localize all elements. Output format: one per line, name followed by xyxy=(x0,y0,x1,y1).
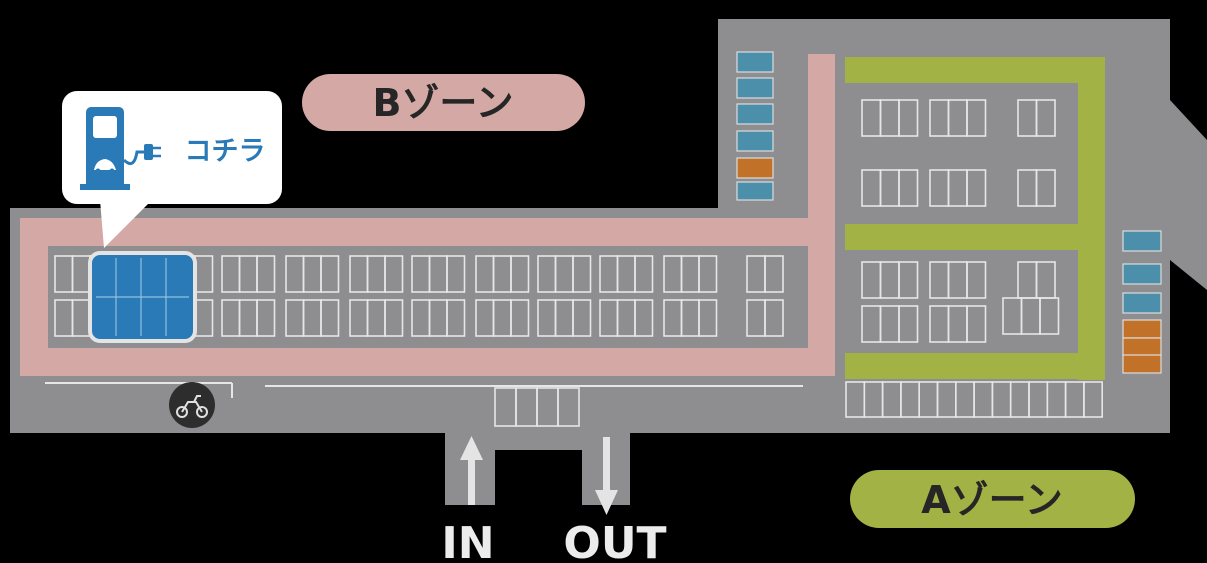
parking-space xyxy=(698,299,718,337)
parking-space xyxy=(966,99,987,137)
accessible-parking-space xyxy=(1122,292,1162,314)
parking-space xyxy=(966,169,987,207)
a-zone-badge: Aゾーン xyxy=(850,470,1135,528)
special-parking-spaces xyxy=(736,51,1162,374)
parking-space xyxy=(764,255,784,293)
ev-charging-area[interactable] xyxy=(88,251,197,343)
out-gate-label: OUT xyxy=(563,518,666,563)
parking-space xyxy=(572,255,592,293)
special-parking-space xyxy=(1122,337,1162,357)
parking-space xyxy=(256,299,276,337)
accessible-parking-space xyxy=(736,77,774,99)
b-zone-route xyxy=(20,54,835,376)
special-parking-space xyxy=(1122,354,1162,374)
parking-space xyxy=(446,299,466,337)
gate-area-parking-spaces xyxy=(494,387,580,427)
parking-space xyxy=(1035,169,1056,207)
b-zone-badge: Bゾーン xyxy=(302,74,585,131)
parking-space xyxy=(898,261,919,299)
b-zone-label: Bゾーン xyxy=(372,81,513,125)
ev-callout: コチラ xyxy=(62,91,282,248)
parking-space xyxy=(1039,297,1060,335)
accessible-parking-space xyxy=(736,103,774,125)
special-parking-space xyxy=(1122,319,1162,339)
parking-space xyxy=(764,299,784,337)
motorcycle-icon xyxy=(169,382,215,428)
parking-space xyxy=(634,299,654,337)
parking-space xyxy=(966,261,987,299)
parking-space xyxy=(966,305,987,343)
accessible-parking-space xyxy=(736,181,774,201)
parking-space xyxy=(557,387,580,427)
a-zone-parking-spaces xyxy=(845,99,1104,418)
parking-space xyxy=(320,255,340,293)
parking-space xyxy=(572,299,592,337)
a-zone-label: Aゾーン xyxy=(921,478,1063,522)
ev-callout-text: コチラ xyxy=(185,136,266,167)
in-gate-label: IN xyxy=(441,518,494,563)
parking-space xyxy=(634,255,654,293)
accessible-parking-space xyxy=(1122,263,1162,285)
special-parking-space xyxy=(736,157,774,179)
parking-space xyxy=(510,255,530,293)
parking-space xyxy=(320,299,340,337)
parking-space xyxy=(898,305,919,343)
a-zone-route xyxy=(845,57,1105,380)
parking-space xyxy=(510,299,530,337)
parking-space xyxy=(1083,381,1104,418)
in-arrow-icon xyxy=(460,436,483,505)
parking-space xyxy=(698,255,718,293)
parking-space xyxy=(898,99,919,137)
parking-space xyxy=(256,255,276,293)
parking-space xyxy=(384,255,404,293)
accessible-parking-space xyxy=(736,130,774,152)
parking-space xyxy=(1035,99,1056,137)
lower-lane-markings xyxy=(45,382,803,398)
parking-space xyxy=(898,169,919,207)
accessible-parking-space xyxy=(736,51,774,73)
parking-space xyxy=(446,255,466,293)
accessible-parking-space xyxy=(1122,230,1162,252)
out-arrow-icon xyxy=(595,437,618,515)
parking-space xyxy=(384,299,404,337)
ev-charging-station-icon xyxy=(80,107,161,190)
